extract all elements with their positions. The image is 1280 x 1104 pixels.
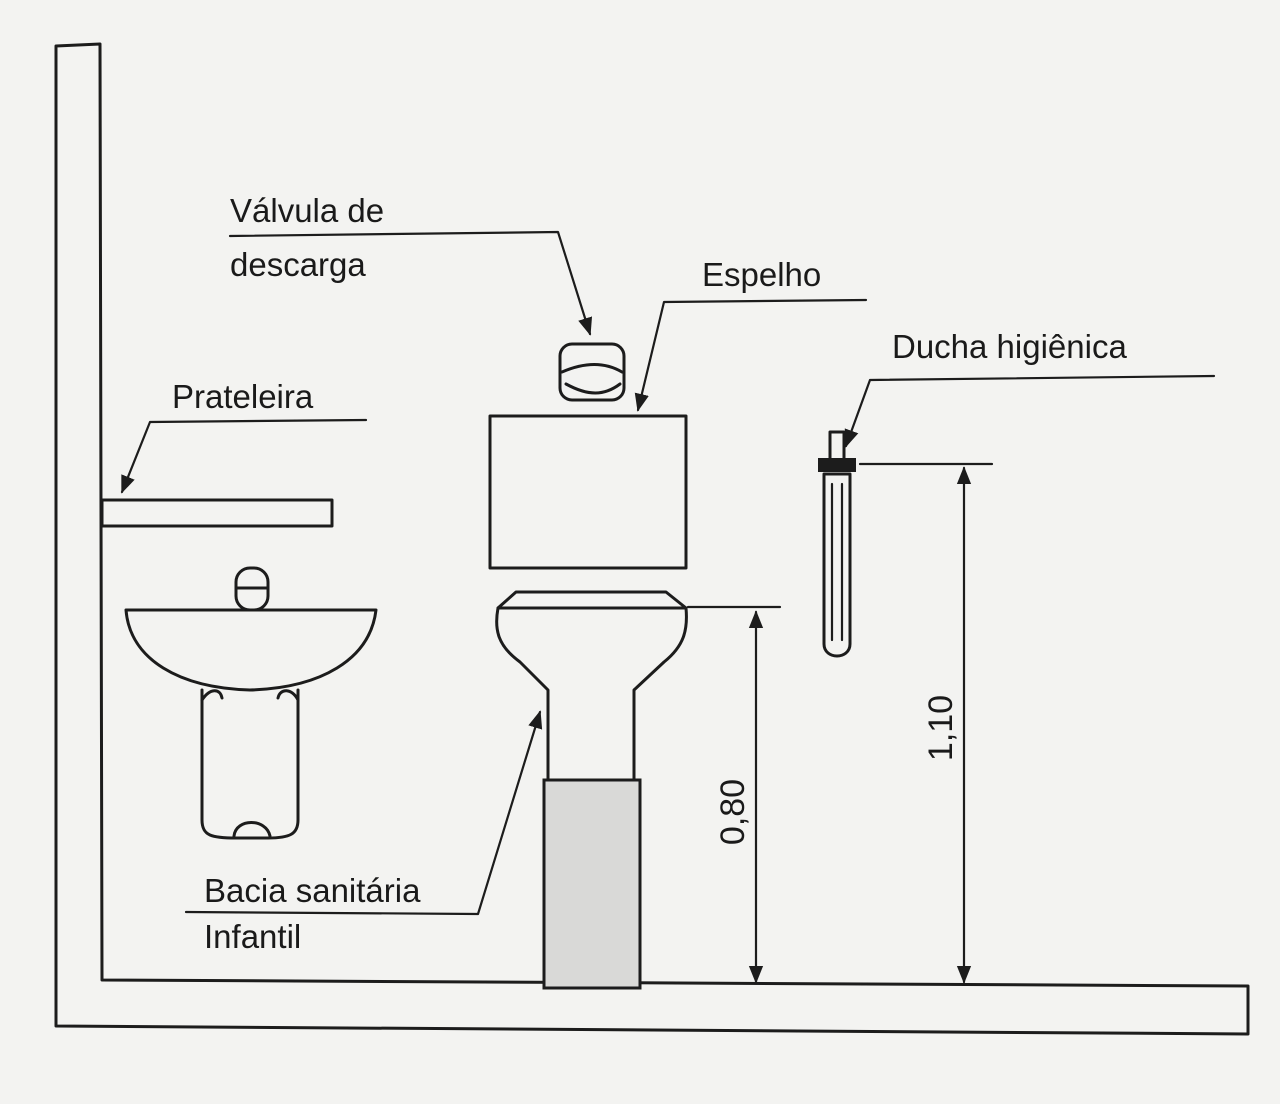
mirror-leader (634, 298, 868, 412)
valve-label-line2: descarga (230, 246, 366, 283)
shower-height-label: 1,10 (922, 695, 960, 761)
toilet-label-line1: Bacia sanitária (204, 872, 421, 909)
shelf (100, 498, 334, 528)
hygienic-shower (818, 430, 856, 658)
toilet-label-line2: Infantil (204, 918, 301, 955)
toilet-height-label: 0,80 (714, 779, 752, 845)
shower-label: Ducha higiênica (892, 328, 1127, 365)
wall-and-floor (54, 42, 1250, 1036)
valve-label-line1: Válvula de (230, 192, 384, 229)
mirror-label: Espelho (702, 256, 821, 293)
mirror (488, 414, 688, 570)
flush-valve (558, 342, 626, 402)
sink (124, 566, 378, 840)
toilet (495, 590, 688, 990)
valve-leader (228, 230, 593, 336)
shower-leader (844, 374, 1216, 448)
shelf-leader (120, 418, 368, 494)
toilet-leader (184, 710, 543, 916)
shelf-label: Prateleira (172, 378, 314, 415)
toilet-pedestal (542, 778, 642, 990)
